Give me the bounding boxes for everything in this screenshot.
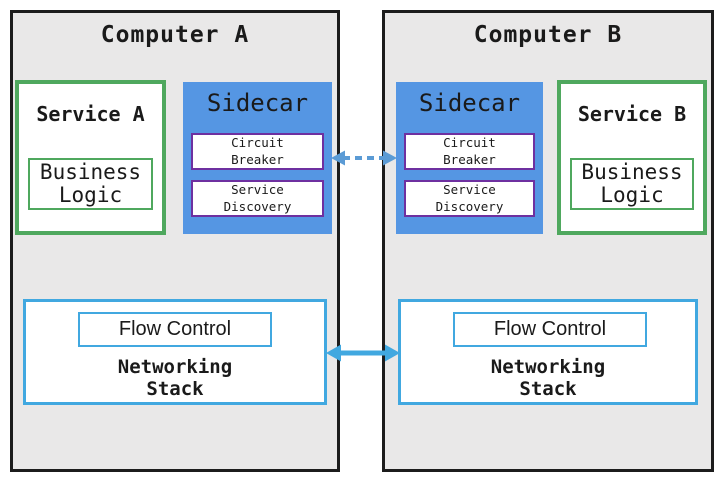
service-a-title: Service A [36, 102, 145, 126]
flow-control-a-label: Flow Control [118, 318, 232, 340]
flow-control-a-box: Flow Control [78, 312, 272, 347]
computer-a-title: Computer A [100, 22, 250, 48]
computer-b-box: Computer B Sidecar Circuit Breaker Servi… [382, 10, 714, 472]
networking-stack-b-label: Networking Stack [490, 356, 606, 401]
circuit-breaker-b-label: Circuit Breaker [443, 135, 496, 167]
computer-a-box: Computer A Service A Business Logic Side… [10, 10, 340, 472]
flow-control-b-box: Flow Control [453, 312, 647, 347]
sidecar-a-title: Sidecar [206, 89, 309, 117]
circuit-breaker-a-label: Circuit Breaker [231, 135, 284, 167]
networking-stack-a-box: Flow Control Networking Stack [23, 299, 327, 405]
service-b-box: Service B Business Logic [557, 80, 707, 235]
networking-stack-b-box: Flow Control Networking Stack [398, 299, 698, 405]
sidecar-b-box: Sidecar Circuit Breaker Service Discover… [396, 82, 543, 234]
circuit-breaker-a-box: Circuit Breaker [191, 133, 324, 170]
service-discovery-a-label: Service Discovery [223, 182, 292, 214]
service-discovery-b-label: Service Discovery [435, 182, 504, 214]
service-b-title: Service B [577, 102, 687, 126]
networking-stack-a-label: Networking Stack [117, 356, 233, 401]
service-discovery-a-box: Service Discovery [191, 180, 324, 217]
business-logic-b-label: Business Logic [581, 160, 683, 207]
sidecar-b-title: Sidecar [418, 89, 521, 117]
flow-control-b-label: Flow Control [493, 318, 607, 340]
service-discovery-b-box: Service Discovery [404, 180, 535, 217]
computer-b-title: Computer B [473, 22, 623, 48]
business-logic-a-label: Business Logic [39, 160, 142, 207]
business-logic-a-box: Business Logic [28, 158, 153, 210]
service-a-box: Service A Business Logic [15, 80, 166, 235]
sidecar-a-box: Sidecar Circuit Breaker Service Discover… [183, 82, 332, 234]
circuit-breaker-b-box: Circuit Breaker [404, 133, 535, 170]
business-logic-b-box: Business Logic [570, 158, 694, 210]
